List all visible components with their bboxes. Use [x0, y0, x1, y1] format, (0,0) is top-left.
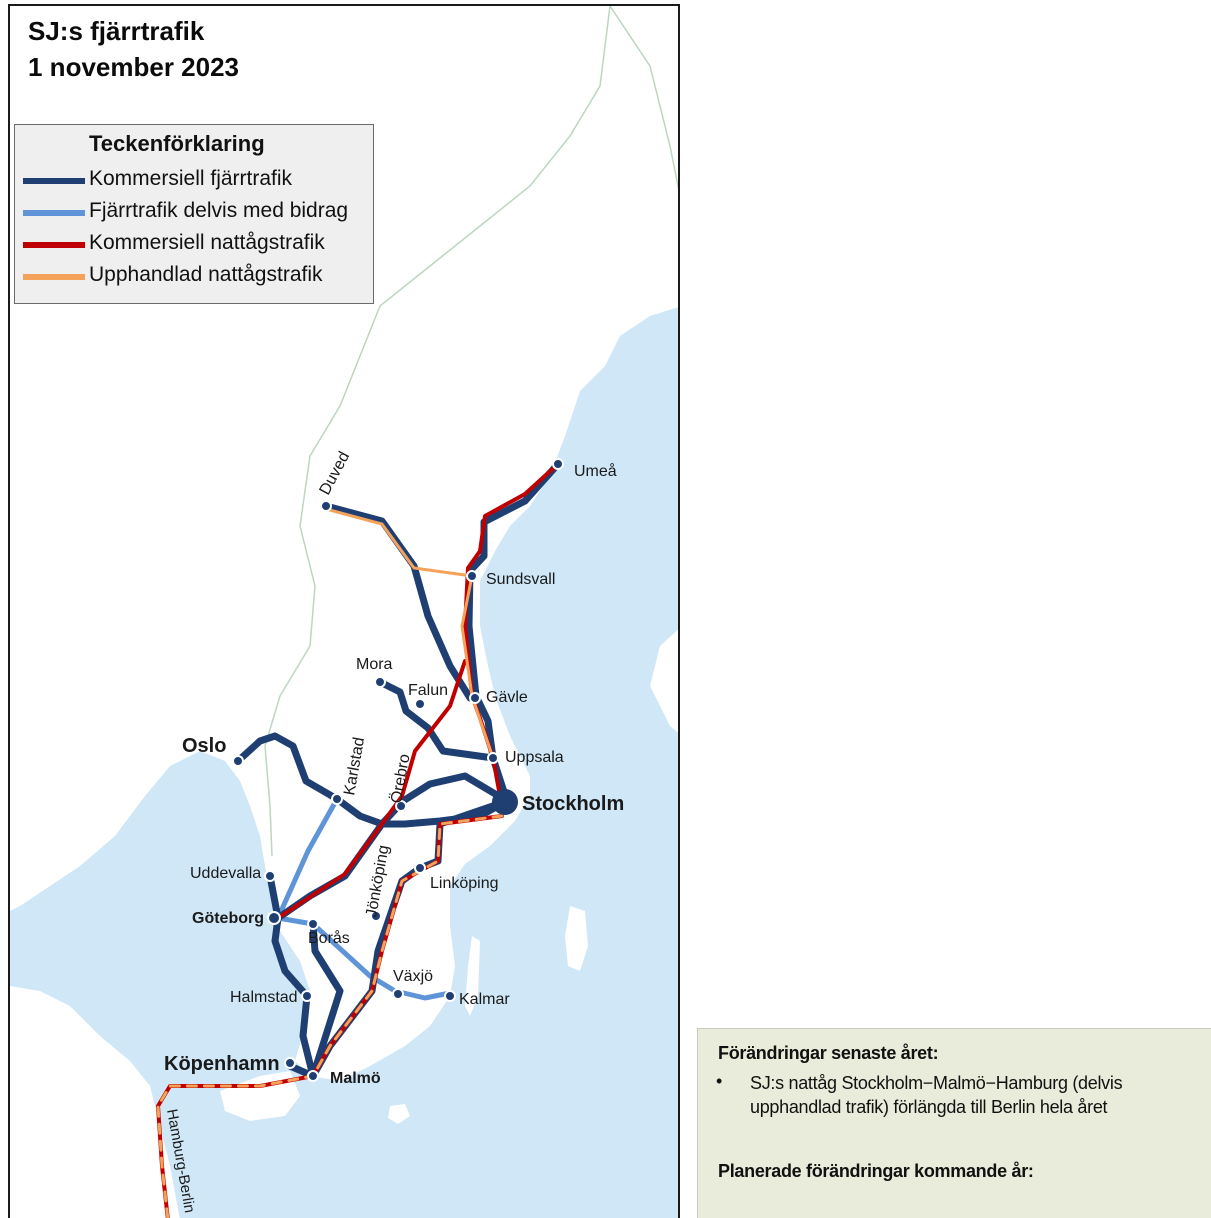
city-label-vaxjo: Växjö [393, 968, 433, 985]
island-bornholm [388, 1104, 410, 1124]
legend-title: Teckenförklaring [89, 131, 265, 156]
city-label-malmo: Malmö [330, 1070, 381, 1087]
legend-label: Fjärrtrafik delvis med bidrag [89, 199, 349, 222]
city-label-halmstad: Halmstad [230, 989, 298, 1006]
legend: Teckenförklaring Kommersiell fjärrtrafik… [14, 124, 374, 304]
landmass-jutland [10, 986, 180, 1218]
map-subtitle-date: 1 november 2023 [28, 52, 240, 82]
city-label-boras: Borås [308, 929, 350, 947]
city-label-falun: Falun [408, 682, 448, 699]
station-nodes [232, 458, 564, 1082]
station-node-boras [307, 918, 319, 930]
city-label-kalmar: Kalmar [459, 991, 510, 1008]
station-node-orebro [395, 800, 407, 812]
station-node-stockholm [492, 789, 518, 815]
route-commercial-boras-malmo [309, 920, 344, 1080]
station-node-kalmar [444, 990, 456, 1002]
legend-label: Upphandlad nattågstrafik [89, 263, 323, 286]
station-node-oslo [232, 755, 244, 767]
station-node-goteborg [267, 911, 281, 925]
station-node-uppsala [487, 752, 499, 764]
station-node-uddevalla [264, 870, 276, 882]
city-label-goteborg: Göteborg [192, 910, 264, 927]
island-oland [465, 936, 480, 1016]
city-label-uppsala: Uppsala [505, 749, 564, 766]
legend-swatch-dark-blue [23, 178, 85, 184]
route-partly-subsidised-karlstad-goteborg [275, 796, 340, 921]
island-gotland [565, 906, 588, 971]
station-node-gavle [469, 692, 481, 704]
city-label-uddevalla: Uddevalla [190, 865, 261, 882]
national-border [264, 6, 611, 857]
route-commercial-uddevalla-goteborg [266, 872, 282, 922]
city-label-sundsvall: Sundsvall [486, 571, 555, 588]
station-node-jonkoping [370, 910, 382, 922]
city-label-mora: Mora [356, 656, 393, 673]
map: Umeå Duved Sundsvall Mora Falun Gävle Up… [8, 4, 680, 1218]
landmass-finland [650, 629, 678, 733]
city-label-umea: Umeå [574, 462, 617, 480]
route-procured-night-duved-sundsvall [324, 507, 474, 578]
national-border-2 [609, 6, 678, 190]
station-node-karlstad [331, 793, 343, 805]
city-label-oslo: Oslo [182, 735, 226, 757]
station-node-umea [552, 458, 564, 470]
bullet-marker: • [716, 1071, 723, 1091]
legend-label: Kommersiell nattågstrafik [89, 231, 325, 254]
city-label-linkoping: Linköping [430, 875, 499, 892]
station-node-falun [414, 698, 426, 710]
changes-heading: Förändringar senaste året: [718, 1043, 939, 1063]
legend-swatch-red [23, 242, 85, 248]
route-commercial-mora-uppsala [376, 678, 497, 762]
route-commercial-goteborg-malmo [271, 914, 317, 1080]
map-title: SJ:s fjärrtrafik [28, 16, 205, 46]
changes-info-box: Förändringar senaste året: • SJ:s nattåg… [697, 1028, 1211, 1218]
legend-swatch-orange [23, 274, 85, 280]
planned-changes-heading: Planerade förändringar kommande år: [718, 1161, 1034, 1181]
route-commercial-umea-stockholm [465, 460, 562, 805]
city-label-gavle: Gävle [486, 689, 528, 706]
legend-swatch-light-blue [23, 210, 85, 216]
station-node-mora [374, 676, 386, 688]
station-node-malmo [307, 1070, 319, 1082]
route-procured-night-stockholm-berlin [156, 814, 504, 1218]
station-node-halmstad [301, 990, 313, 1002]
legend-label: Kommersiell fjärrtrafik [89, 167, 293, 190]
city-label-stockholm: Stockholm [522, 793, 624, 815]
route-commercial-oslo-orebro [234, 732, 386, 828]
route-commercial-night-stockholm-goteborg [276, 659, 467, 920]
route-procured-night-sundsvall-uppsala [460, 574, 495, 760]
station-node-kopenhamn [284, 1057, 296, 1069]
route-commercial-duved-gavle [322, 502, 474, 702]
change-item-1: SJ:s nattåg Stockholm−Malmö−Hamburg (del… [750, 1073, 1123, 1117]
city-label-kopenhamn: Köpenhamn [164, 1053, 280, 1075]
station-node-linkoping [414, 862, 426, 874]
station-node-vaxjo [392, 988, 404, 1000]
station-node-duved [320, 500, 332, 512]
station-node-sundsvall [466, 570, 478, 582]
